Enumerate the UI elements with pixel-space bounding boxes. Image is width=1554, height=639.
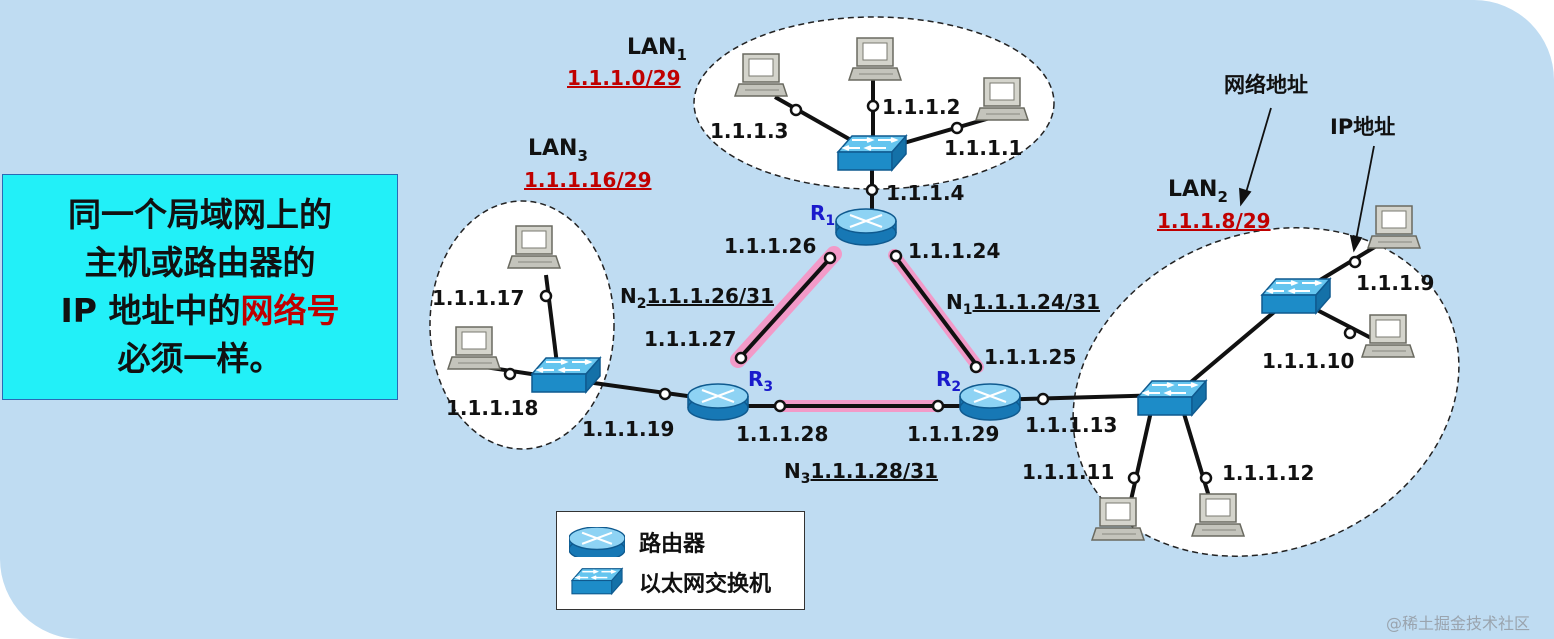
n1-label: N11.1.1.24/31: [946, 290, 1100, 318]
legend: 路由器 以太网交换机: [556, 511, 805, 610]
addr-1-1-1-27: 1.1.1.27: [644, 327, 736, 351]
addr-1-1-1-2: 1.1.1.2: [882, 95, 960, 119]
addr-1-1-1-26: 1.1.1.26: [724, 234, 816, 258]
callout-line-3-prefix: IP 地址中的: [60, 291, 241, 330]
addr-1-1-1-29: 1.1.1.29: [907, 422, 999, 446]
host-1-1-1-17-pc-icon: [507, 225, 561, 269]
host-1-1-1-9-pc-icon: [1367, 205, 1421, 249]
watermark: @稀土掘金技术社区: [1386, 614, 1531, 633]
addr-1-1-1-1: 1.1.1.1: [944, 136, 1022, 160]
legend-router-label: 路由器: [639, 532, 706, 557]
n3-label: N31.1.1.28/31: [784, 459, 938, 487]
addr-1-1-1-11: 1.1.1.11: [1022, 460, 1114, 484]
callout-line-3: IP 地址中的网络号: [61, 287, 340, 335]
addr-1-1-1-12: 1.1.1.12: [1222, 461, 1314, 485]
addr-1-1-1-10: 1.1.1.10: [1262, 349, 1354, 373]
callout-line-4: 必须一样。: [117, 339, 283, 378]
addr-1-1-1-13: 1.1.1.13: [1025, 413, 1117, 437]
addr-1-1-1-9: 1.1.1.9: [1356, 271, 1434, 295]
lan2-label: LAN2: [1168, 177, 1228, 206]
host-1-1-1-2-pc-icon: [848, 37, 902, 81]
annotation-arrows: [1239, 107, 1375, 253]
addr-1-1-1-3: 1.1.1.3: [710, 119, 788, 143]
router-r2-icon: [958, 382, 1022, 422]
addr-1-1-1-25: 1.1.1.25: [984, 345, 1076, 369]
lan1-network: 1.1.1.0/29: [567, 66, 681, 90]
lan1-label: LAN1: [627, 35, 687, 64]
lan3-network: 1.1.1.16/29: [524, 168, 652, 192]
callout-network-number: 网络号: [240, 291, 340, 330]
addr-1-1-1-28: 1.1.1.28: [736, 422, 828, 446]
router-r3-icon: [686, 382, 750, 422]
legend-router-icon: [569, 527, 625, 557]
lan2-network: 1.1.1.8/29: [1157, 209, 1271, 233]
host-1-1-1-18-pc-icon: [447, 326, 501, 370]
addr-1-1-1-17: 1.1.1.17: [432, 286, 524, 310]
router-r1-icon: [834, 207, 898, 247]
addr-1-1-1-18: 1.1.1.18: [446, 396, 538, 420]
explanation-callout: 同一个局域网上的 主机或路由器的 IP 地址中的网络号 必须一样。: [2, 174, 398, 400]
r3-label: R3: [748, 367, 773, 395]
r1-label: R1: [810, 201, 835, 229]
host-1-1-1-10-pc-icon: [1361, 314, 1415, 358]
ip-address-annotation: IP地址: [1330, 115, 1395, 139]
callout-line-2: 主机或路由器的: [84, 243, 316, 282]
lan2-lower-switch-icon: [1137, 380, 1207, 416]
callout-line-1: 同一个局域网上的: [68, 195, 332, 234]
lan2-boundary: [1072, 227, 1460, 557]
host-1-1-1-3-pc-icon: [734, 53, 788, 97]
legend-switch-row: 以太网交换机: [569, 564, 771, 600]
r2-label: R2: [936, 367, 961, 395]
legend-switch-icon: [571, 567, 623, 595]
lan3-label: LAN3: [528, 136, 588, 165]
host-1-1-1-1-pc-icon: [975, 77, 1029, 121]
addr-1-1-1-24: 1.1.1.24: [908, 239, 1000, 263]
interface-dots: [503, 99, 1362, 485]
lan3-switch-icon: [531, 357, 601, 393]
n2-label: N21.1.1.26/31: [620, 284, 774, 312]
host-1-1-1-12-pc-icon: [1191, 493, 1245, 537]
legend-router-row: 路由器: [569, 526, 705, 558]
lan1-switch-icon: [837, 135, 907, 171]
addr-1-1-1-19: 1.1.1.19: [582, 417, 674, 441]
legend-switch-label: 以太网交换机: [639, 572, 772, 597]
addr-1-1-1-4: 1.1.1.4: [886, 181, 964, 205]
network-address-annotation: 网络地址: [1224, 73, 1308, 97]
lan2-upper-switch-icon: [1261, 278, 1331, 314]
host-1-1-1-11-pc-icon: [1091, 497, 1145, 541]
